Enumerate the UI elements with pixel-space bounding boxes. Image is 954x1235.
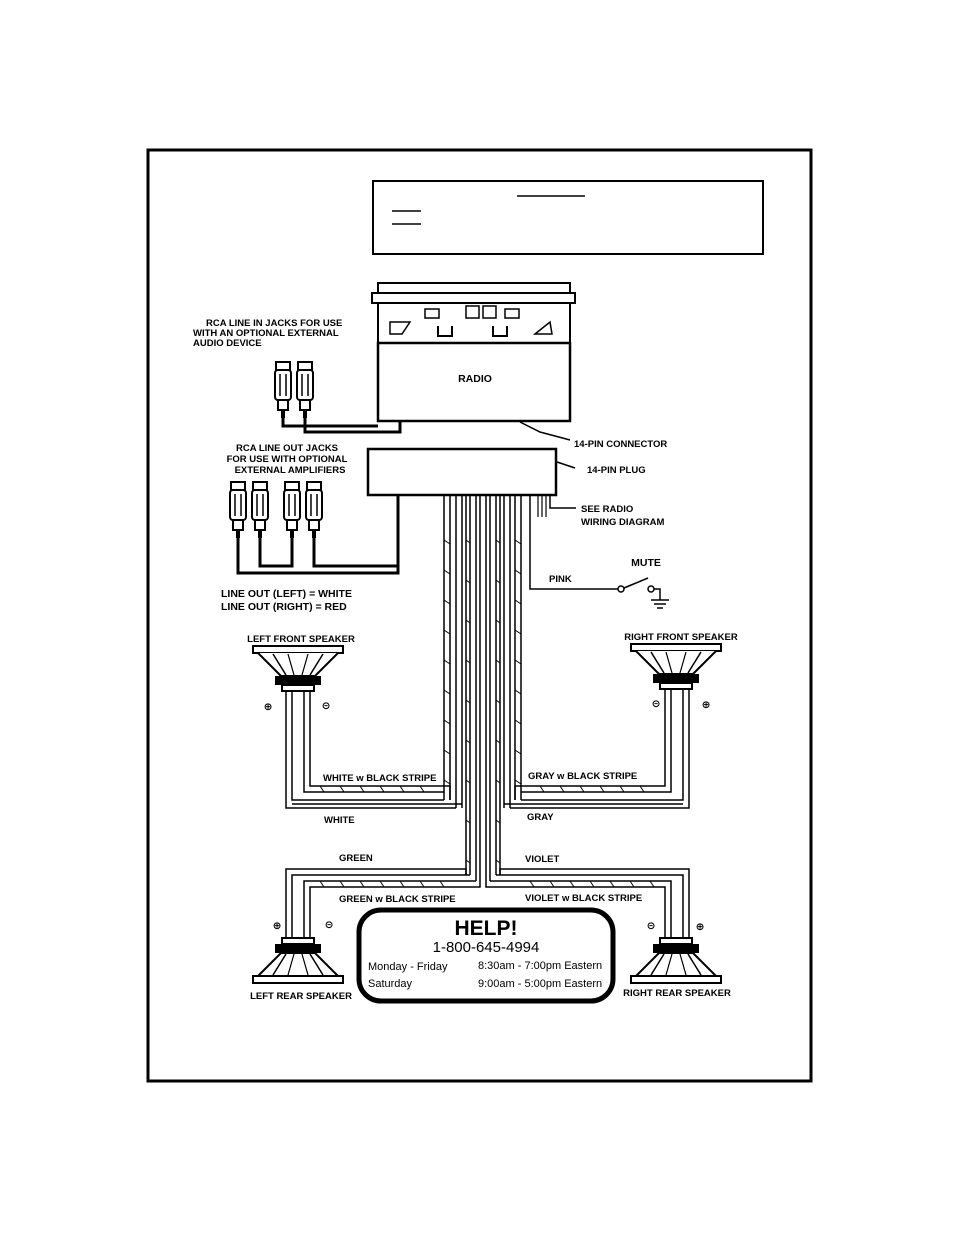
wire-bundle (443, 496, 522, 881)
right-rear-speaker: VIOLET VIOLET w BLACK STRIPE ⊝ ⊕ RIGHT R… (485, 854, 731, 999)
plus-icon: ⊕ (273, 920, 282, 932)
white-label: WHITE (324, 815, 355, 826)
right-front-speaker: RIGHT FRONT SPEAKER ⊝ ⊕ GRAY w BLACK STR… (504, 632, 738, 823)
green-stripe-label: GREEN w BLACK STRIPE (339, 894, 456, 905)
violet-label: VIOLET (525, 854, 560, 865)
rca-out-line-1: RCA LINE OUT JACKS (236, 443, 338, 454)
right-front-label: RIGHT FRONT SPEAKER (624, 632, 738, 643)
plus-icon: ⊕ (702, 699, 711, 711)
see-radio-wires: SEE RADIO WIRING DIAGRAM (537, 496, 664, 528)
page-frame (146, 148, 813, 1083)
minus-icon: ⊝ (322, 700, 331, 712)
rca-line-out: RCA LINE OUT JACKS FOR USE WITH OPTIONAL… (221, 443, 400, 613)
mute-wire: PINK MUTE (529, 496, 669, 609)
minus-icon: ⊝ (325, 919, 334, 931)
legend-box (372, 180, 764, 255)
rca-in-line-2: WITH AN OPTIONAL EXTERNAL (193, 328, 339, 339)
rca-in-line-3: AUDIO DEVICE (193, 338, 262, 349)
help-phone: 1-800-645-4994 (433, 939, 540, 956)
pin-plug (366, 447, 558, 497)
help-box: HELP! 1-800-645-4994 Monday - Friday 8:3… (356, 907, 616, 1004)
see-radio-line-1: SEE RADIO (581, 504, 633, 515)
see-radio-line-2: WIRING DIAGRAM (581, 517, 664, 528)
gray-label: GRAY (527, 812, 554, 823)
plus-icon: ⊕ (696, 921, 705, 933)
left-rear-label: LEFT REAR SPEAKER (250, 991, 352, 1002)
radio-unit: RADIO (371, 282, 576, 423)
help-row2-day: Saturday (368, 978, 413, 990)
mute-label: MUTE (631, 557, 661, 569)
line-out-right: LINE OUT (RIGHT) = RED (221, 601, 347, 613)
radio-label: RADIO (458, 373, 492, 385)
rca-line-in: RCA LINE IN JACKS FOR USE WITH AN OPTION… (193, 318, 402, 434)
left-front-speaker: LEFT FRONT SPEAKER ⊕ ⊝ WHITE w BLACK STR… (247, 634, 462, 826)
line-out-left: LINE OUT (LEFT) = WHITE (221, 588, 352, 600)
green-label: GREEN (339, 853, 373, 864)
gray-stripe-label: GRAY w BLACK STRIPE (528, 771, 637, 782)
plug-label: 14-PIN PLUG (587, 465, 646, 476)
rca-in-line-1: RCA LINE IN JACKS FOR USE (206, 318, 342, 329)
violet-stripe-label: VIOLET w BLACK STRIPE (525, 893, 642, 904)
left-rear-speaker: GREEN GREEN w BLACK STRIPE ⊕ ⊝ LEFT REAR… (250, 853, 481, 1002)
minus-icon: ⊝ (647, 920, 656, 932)
connector-label: 14-PIN CONNECTOR (574, 439, 667, 450)
help-row1-day: Monday - Friday (368, 961, 448, 973)
minus-icon: ⊝ (652, 698, 661, 710)
right-rear-label: RIGHT REAR SPEAKER (623, 988, 731, 999)
white-stripe-label: WHITE w BLACK STRIPE (323, 773, 436, 784)
left-front-label: LEFT FRONT SPEAKER (247, 634, 355, 645)
help-row2-hours: 9:00am - 5:00pm Eastern (478, 978, 602, 990)
rca-out-line-3: EXTERNAL AMPLIFIERS (235, 465, 346, 476)
help-title: HELP! (455, 917, 518, 940)
rca-out-line-2: FOR USE WITH OPTIONAL (227, 454, 348, 465)
help-row1-hours: 8:30am - 7:00pm Eastern (478, 960, 602, 972)
plus-icon: ⊕ (264, 701, 273, 713)
pink-label: PINK (549, 574, 572, 585)
